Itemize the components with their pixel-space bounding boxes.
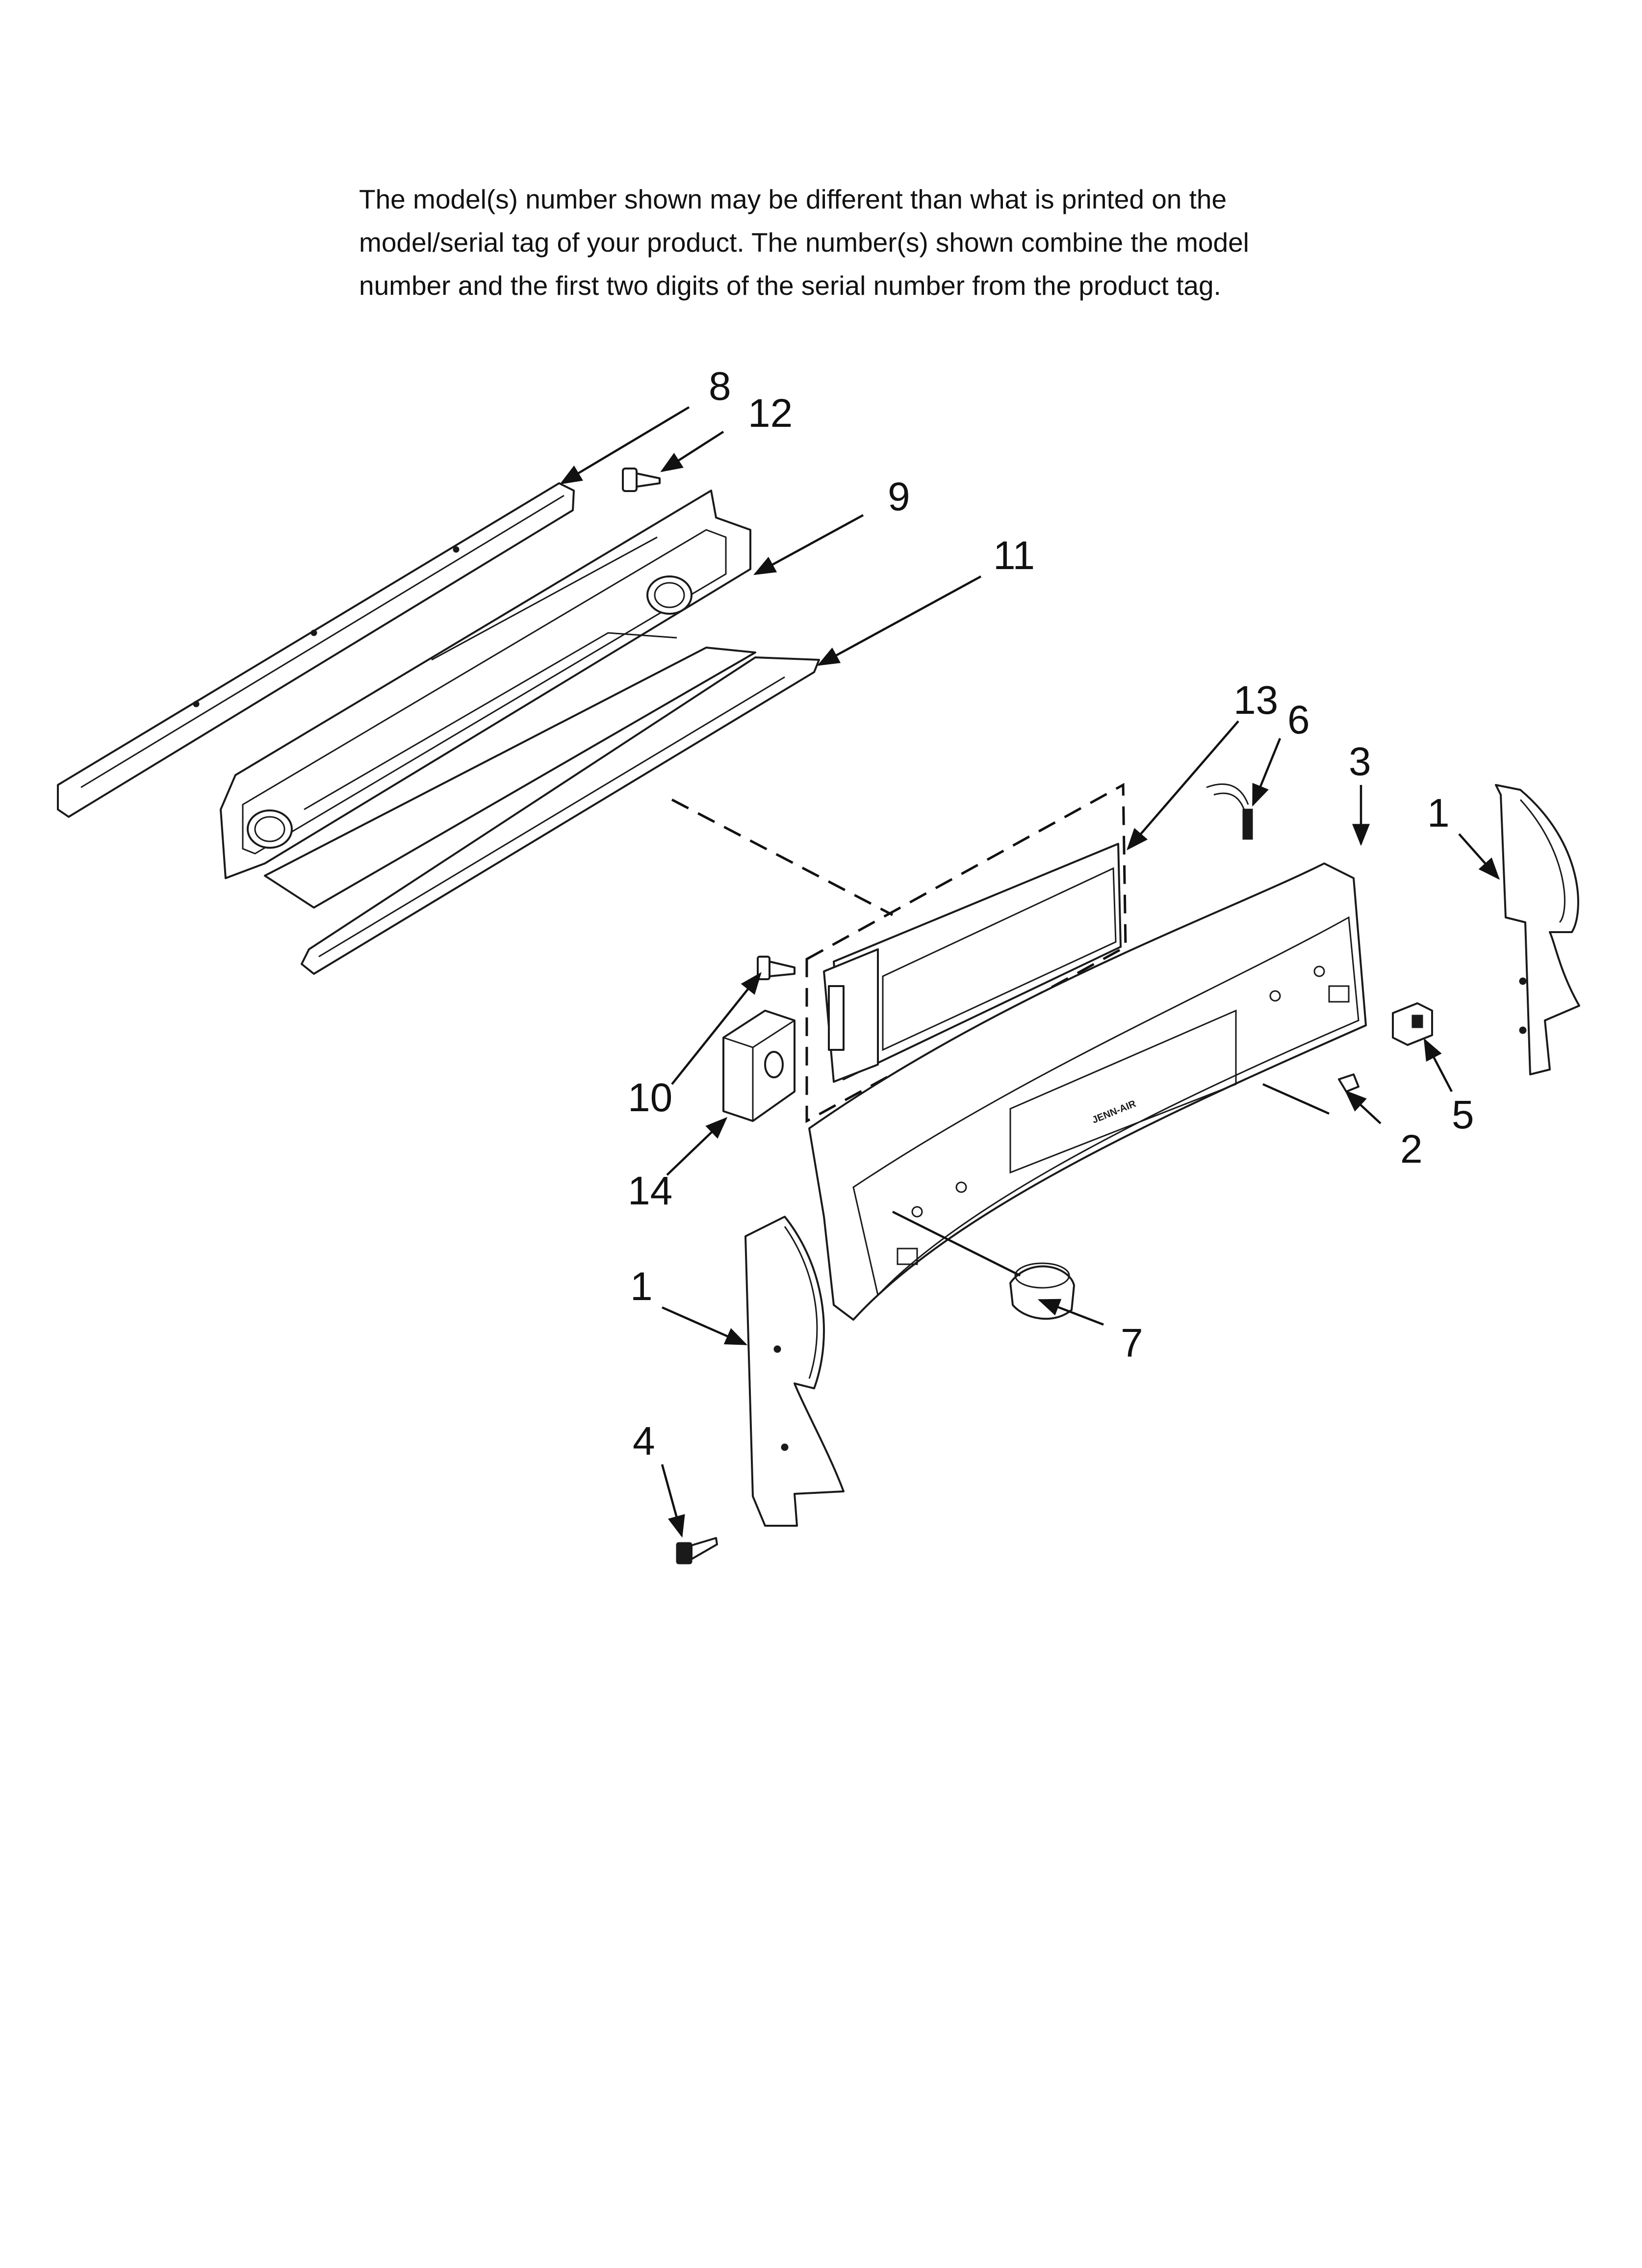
part-13-control-board bbox=[671, 782, 1127, 1123]
callout-11: 11 bbox=[993, 533, 1035, 578]
leader-lines bbox=[560, 406, 1500, 1538]
callout-5: 5 bbox=[1452, 1093, 1474, 1137]
part-6-wire-harness bbox=[1206, 783, 1253, 840]
part-10-screw bbox=[757, 956, 795, 980]
callout-4: 4 bbox=[633, 1419, 655, 1463]
callout-6: 6 bbox=[1287, 698, 1310, 742]
callout-10: 10 bbox=[628, 1075, 672, 1120]
part-12-screw bbox=[622, 468, 661, 492]
notice-line-1: The model(s) number shown may be differe… bbox=[359, 184, 1227, 214]
notice-line-3: number and the first two digits of the s… bbox=[359, 270, 1221, 301]
callout-12: 12 bbox=[748, 391, 793, 436]
part-14-switch bbox=[722, 1010, 795, 1122]
callout-2: 2 bbox=[1400, 1127, 1423, 1172]
part-1-right-bracket bbox=[1495, 784, 1580, 1075]
model-number-notice: The model(s) number shown may be differe… bbox=[359, 178, 1369, 307]
part-4-screw bbox=[676, 1537, 718, 1564]
callout-3: 3 bbox=[1349, 739, 1371, 784]
part-5-switch bbox=[1392, 1002, 1433, 1046]
part-9-housing bbox=[220, 490, 751, 879]
callout-8: 8 bbox=[709, 364, 731, 409]
part-3-control-panel: JENN-AIR bbox=[808, 862, 1367, 1321]
part-11-channel bbox=[264, 647, 820, 975]
callout-9: 9 bbox=[888, 474, 910, 519]
callout-1-left: 1 bbox=[630, 1264, 653, 1309]
callout-7: 7 bbox=[1121, 1321, 1143, 1365]
callout-1-right: 1 bbox=[1427, 791, 1450, 835]
part-2-screw bbox=[1338, 1073, 1360, 1093]
callout-13: 13 bbox=[1233, 678, 1278, 723]
part-8-rear-trim bbox=[57, 482, 575, 818]
callout-14: 14 bbox=[628, 1169, 672, 1213]
notice-line-2: model/serial tag of your product. The nu… bbox=[359, 227, 1249, 258]
part-1-left-bracket bbox=[744, 1216, 845, 1527]
callout-labels: 8 12 9 11 13 6 3 1 5 2 10 14 1 7 4 bbox=[628, 364, 1474, 1463]
